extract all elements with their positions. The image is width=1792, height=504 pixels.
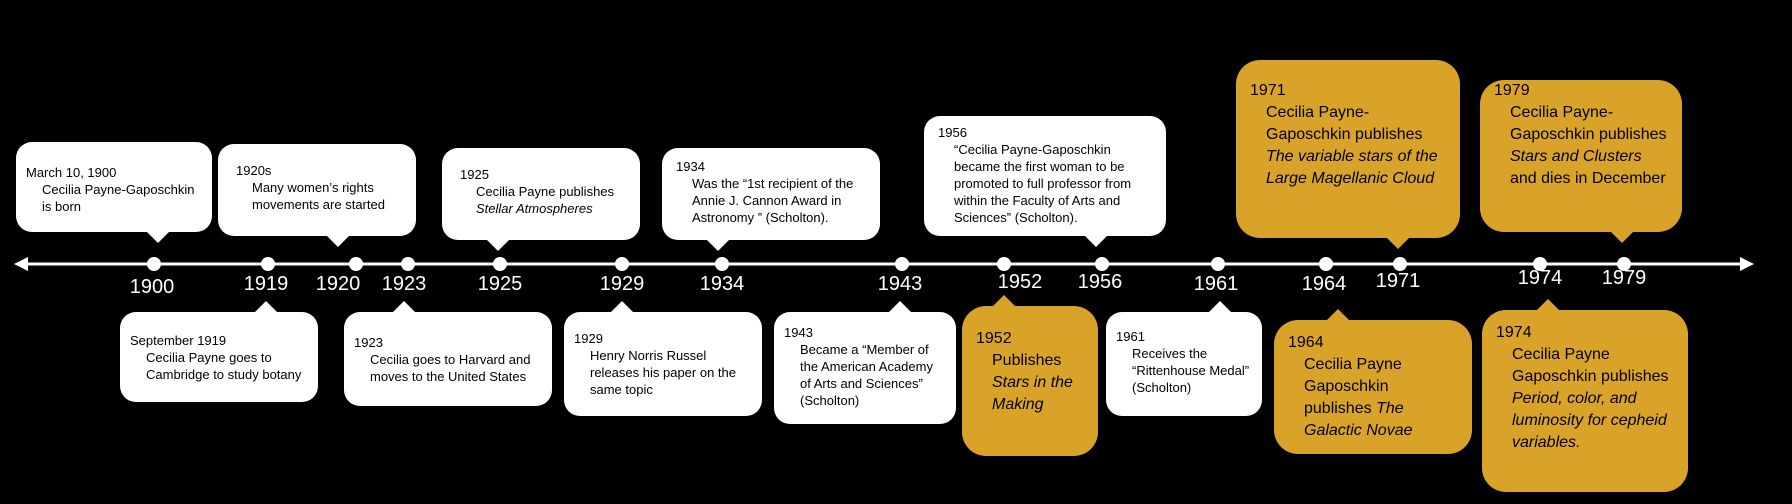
callout-pointer [1084,235,1108,247]
event-callout-1974: 1974 Cecilia Payne Gaposchkin publishes … [1482,299,1688,492]
event-callout-1929: 1929 Henry Norris Russel releases his pa… [564,301,762,416]
timeline-dot-1900 [147,257,161,271]
year-label-1920: 1920 [315,273,361,295]
event-date: 1934 [676,159,705,174]
year-label-1964: 1964 [1301,273,1347,295]
event-callout-1956: 1956 “Cecilia Payne-Gaposchkin became th… [924,116,1166,247]
event-date: 1974 [1496,324,1532,341]
event-date: 1920s [236,163,272,178]
callout-pointer [392,301,416,313]
callout-pointer [888,301,912,313]
callout-pointer [1326,309,1350,321]
event-description: Cecilia Payne-Gaposchkin publishes Stars… [1510,104,1667,187]
event-description: Receives the “Rittenhouse Medal” (Scholt… [1132,346,1250,395]
event-description: Became a “Member of the American Academy… [800,342,933,408]
callout-pointer [1610,231,1634,243]
year-label-1923: 1923 [381,273,427,295]
event-date: 1961 [1116,329,1145,344]
event-date: 1971 [1250,82,1286,99]
event-description: Henry Norris Russel releases his paper o… [590,348,736,397]
year-label-1961: 1961 [1193,273,1239,295]
year-label-1979: 1979 [1601,267,1647,289]
event-description: Cecilia goes to Harvard and moves to the… [370,352,531,384]
timeline-arrow-left [14,257,28,271]
callout-pointer [146,231,170,243]
callout-pointer [1536,299,1560,311]
callout-pointer [486,239,510,251]
timeline-dot-1934 [715,257,729,271]
event-callout-1964: 1964 Cecilia Payne Gaposchkin publishes … [1274,309,1472,454]
year-label-1956: 1956 [1077,271,1123,293]
year-label-1929: 1929 [599,273,645,295]
event-date: 1943 [784,325,813,340]
event-callout-1979: 1979 Cecilia Payne-Gaposchkin publishes … [1480,80,1682,243]
year-label-1919: 1919 [243,273,289,295]
event-callout-1920s: 1920s Many women’s rights movements are … [218,144,416,247]
timeline-dot-1925 [493,257,507,271]
timeline-dot-1956 [1095,257,1109,271]
timeline-dot-1964 [1319,257,1333,271]
year-label-1900: 1900 [129,276,175,298]
event-description: Cecilia Payne Gaposchkin publishes The G… [1304,356,1413,439]
event-date: 1956 [938,125,967,140]
timeline-arrow-right [1740,257,1754,271]
event-date: 1964 [1288,334,1324,351]
event-date: March 10, 1900 [26,165,117,180]
callout-pointer [706,239,730,251]
timeline-dot-1920 [349,257,363,271]
timeline-dot-1943 [895,257,909,271]
event-description: Cecilia Payne-Gaposchkin is born [42,182,195,214]
event-date: 1952 [976,330,1012,347]
event-callout-1943: 1943 Became a “Member of the American Ac… [774,301,956,424]
event-date: September 1919 [130,333,227,348]
timeline-dot-1929 [615,257,629,271]
timeline-dot-1919 [261,257,275,271]
event-description: Was the “1st recipient of the Annie J. C… [692,176,854,225]
event-callout-1923: 1923 Cecilia goes to Harvard and moves t… [344,301,552,406]
event-description: “Cecilia Payne-Gaposchkin became the fir… [954,142,1132,225]
timeline-dot-1979 [1617,257,1631,271]
callout-pointer [992,295,1016,307]
event-description: Cecilia Payne-Gaposchkin publishes The v… [1266,104,1438,187]
event-callout-1971: 1971 Cecilia Payne-Gaposchkin publishes … [1236,60,1460,249]
event-date: 1925 [460,167,489,182]
event-description: Many women’s rights movements are starte… [252,180,385,212]
event-callout-1919: September 1919 Cecilia Payne goes to Cam… [120,301,318,402]
year-label-1925: 1925 [477,273,523,295]
timeline-dot-1961 [1211,257,1225,271]
event-callout-1961: 1961 Receives the “Rittenhouse Medal” (S… [1106,301,1262,416]
event-callout-1900: March 10, 1900 Cecilia Payne-Gaposchkin … [16,142,212,243]
event-description: Cecilia Payne goes to Cambridge to study… [146,350,302,382]
timeline-dot-1952 [997,257,1011,271]
callout-pointer [610,301,634,313]
year-label-1952: 1952 [997,271,1043,293]
timeline-dot-1971 [1393,257,1407,271]
timeline-dot-1974 [1533,257,1547,271]
callout-pointer [1386,237,1410,249]
callout-pointer [326,235,350,247]
year-label-1934: 1934 [699,273,745,295]
event-date: 1929 [574,331,603,346]
timeline-dot-1923 [401,257,415,271]
event-date: 1923 [354,335,383,350]
event-description: Cecilia Payne Gaposchkin publishes Perio… [1512,346,1669,451]
callout-pointer [1208,301,1232,313]
event-date: 1979 [1494,82,1530,99]
year-label-1971: 1971 [1375,270,1421,292]
year-label-1974: 1974 [1517,267,1563,289]
year-label-1943: 1943 [877,273,923,295]
event-callout-1934: 1934 Was the “1st recipient of the Annie… [662,148,880,251]
callout-pointer [254,301,278,313]
